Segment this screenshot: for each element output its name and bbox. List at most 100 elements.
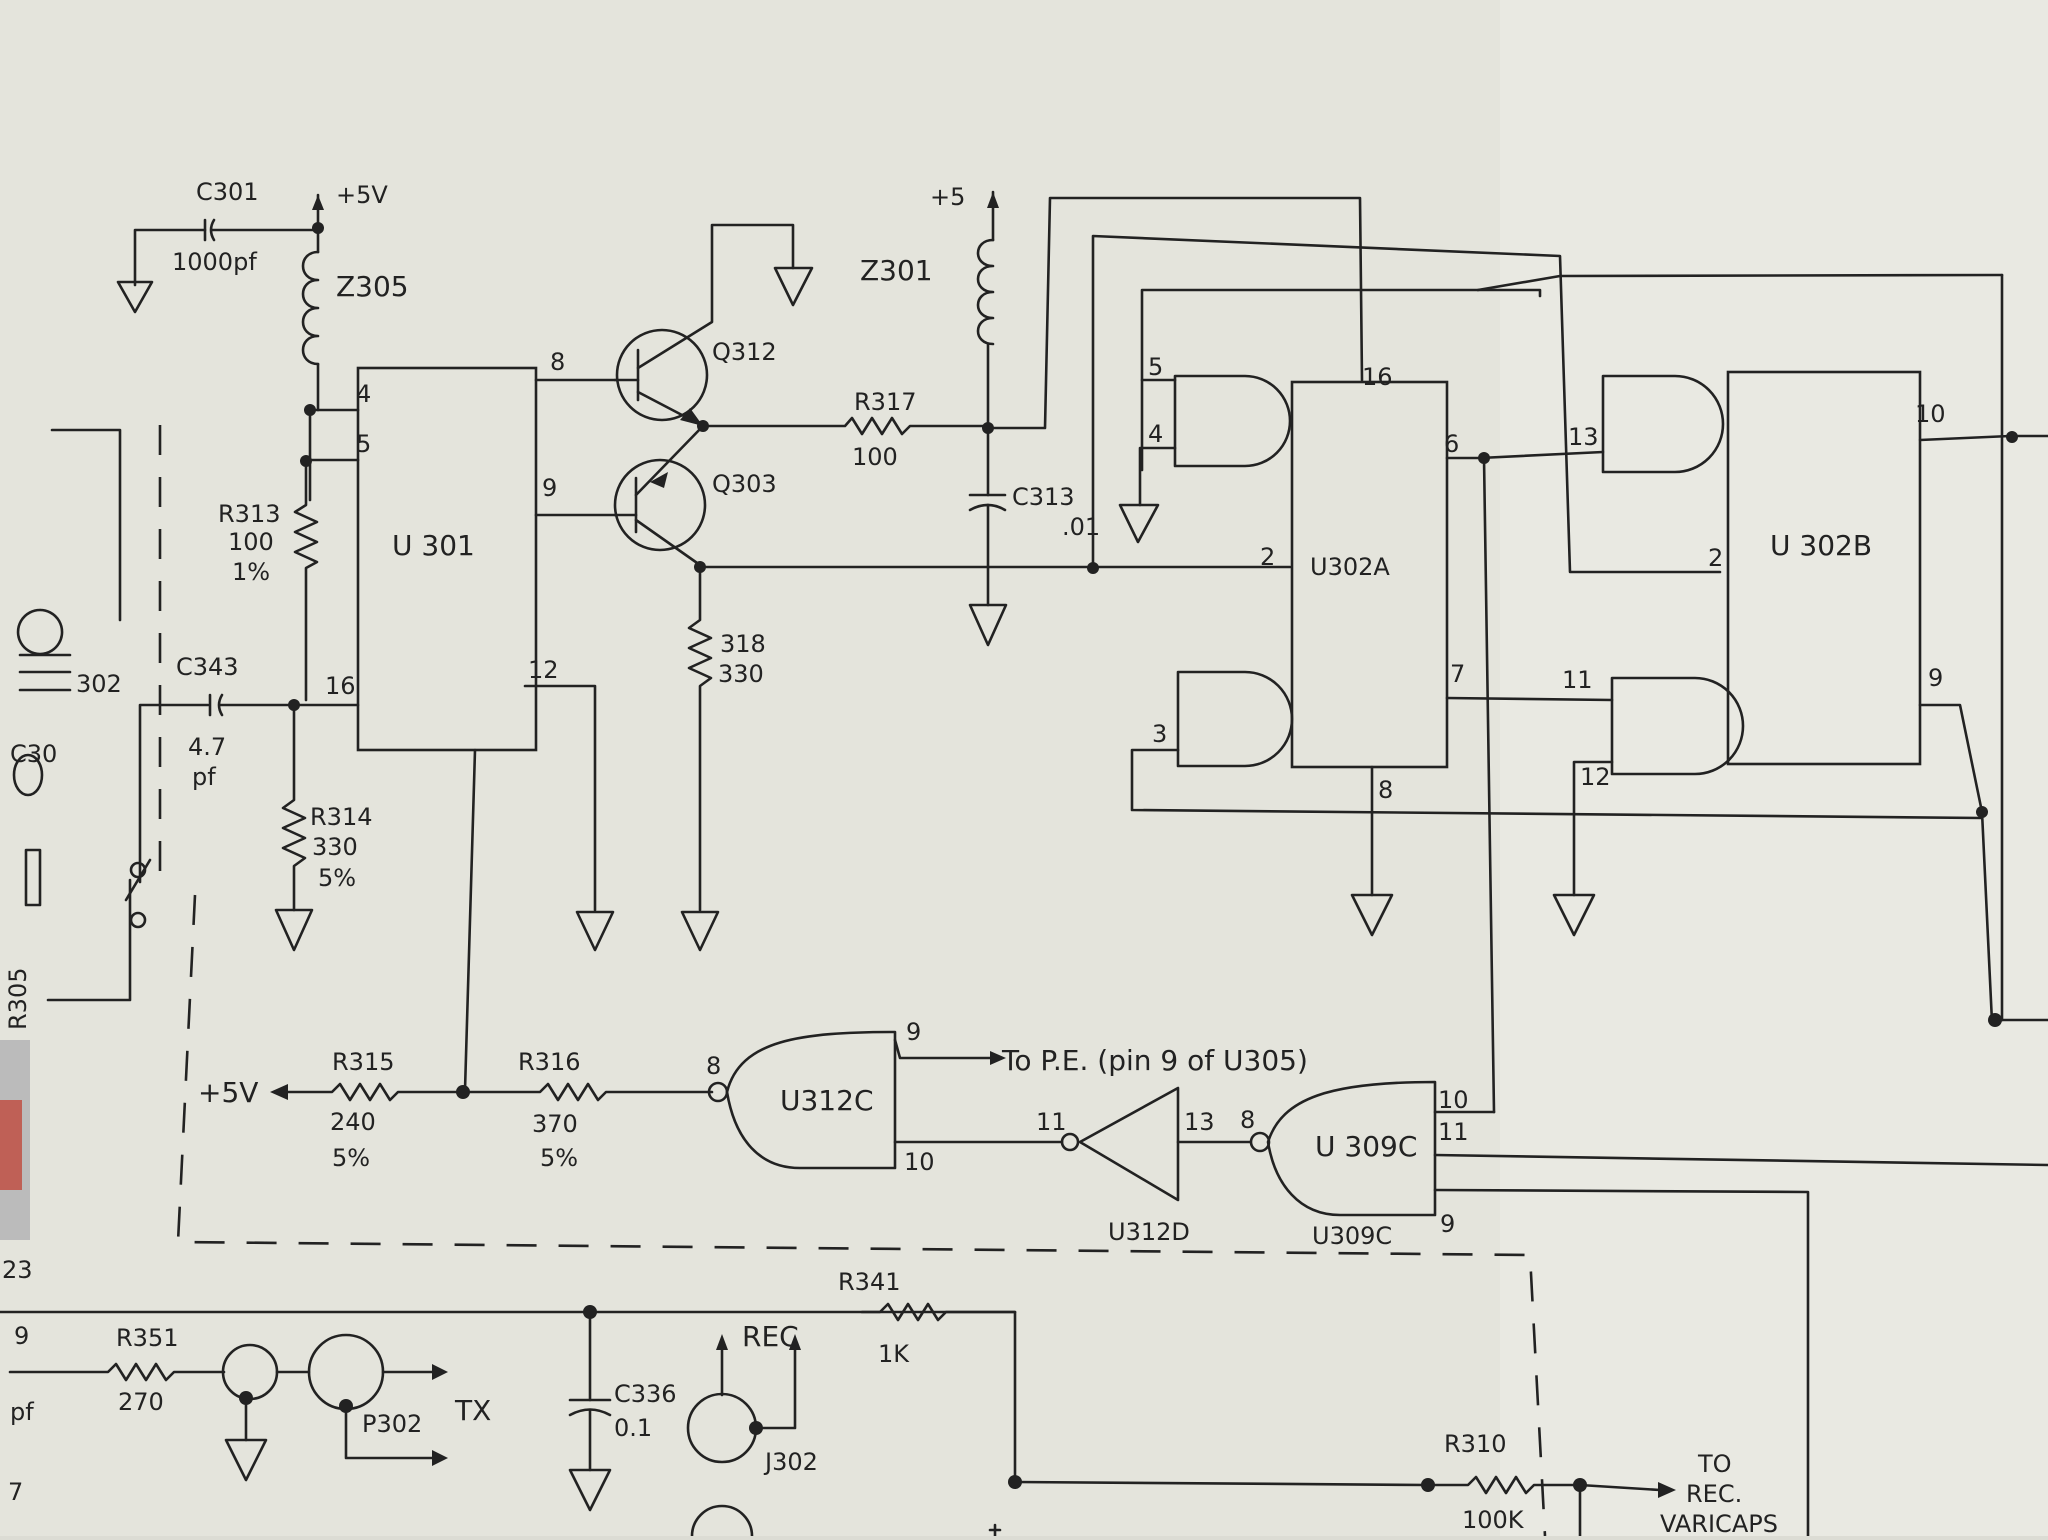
- u309c-sub-label: U309C: [1312, 1222, 1392, 1250]
- to-rec-line1: TO: [1697, 1450, 1732, 1478]
- u302a-pin3: 3: [1152, 720, 1167, 748]
- to-rec-line3: VARICAPS: [1660, 1510, 1778, 1536]
- u302b-pin11: 11: [1562, 666, 1593, 694]
- ground-c313: [968, 603, 1008, 647]
- left-23-label: 23: [2, 1256, 33, 1284]
- u312c-pin8: 8: [706, 1052, 721, 1080]
- ground-q312: [773, 266, 814, 307]
- z301-label: Z301: [860, 254, 933, 287]
- r315-resistor: [286, 1082, 467, 1102]
- paper-fold-right: [1500, 0, 2048, 1536]
- plus5-arrow: [987, 192, 999, 208]
- z305-label: Z305: [336, 270, 409, 303]
- r341-value: 1K: [878, 1340, 910, 1368]
- c30-left-label: C30: [10, 740, 57, 768]
- r318-value: 330: [718, 660, 764, 688]
- q303-label: Q303: [712, 470, 777, 498]
- left-pin9-label: 9: [14, 1322, 29, 1350]
- tx-label: TX: [454, 1394, 491, 1427]
- r316-tolerance: 5%: [540, 1144, 578, 1172]
- ground-u302a-8: [1350, 893, 1394, 937]
- r318-resistor: [687, 565, 713, 912]
- rec-label: REC: [742, 1320, 799, 1353]
- u302a-box: [1290, 380, 1449, 769]
- r313-tolerance: 1%: [232, 558, 270, 586]
- r316-label: R316: [518, 1048, 580, 1076]
- u312c-pin9: 9: [906, 1018, 921, 1046]
- r314-resistor: [281, 703, 307, 912]
- u309c-pin8: 8: [1240, 1106, 1255, 1134]
- r341-label: R341: [838, 1268, 900, 1296]
- u301-pin16: 16: [325, 672, 356, 700]
- q303-transistor: [613, 458, 707, 552]
- u302a-pin16: 16: [1362, 363, 1393, 391]
- supply-plus5-top: +5: [930, 183, 965, 211]
- u312d-pin13: 13: [1184, 1108, 1215, 1136]
- c313-value: .01: [1062, 513, 1100, 541]
- p302-label: P302: [362, 1410, 422, 1438]
- supply-plus5v-left: +5V: [198, 1076, 258, 1109]
- u301-pin9: 9: [542, 474, 557, 502]
- r318-label: 318: [720, 630, 766, 658]
- u302b-pin2: 2: [1708, 544, 1723, 572]
- ground-r314: [274, 908, 314, 952]
- q312-transistor: [615, 328, 709, 422]
- c313-label: C313: [1012, 483, 1075, 511]
- u301-pin5: 5: [356, 430, 371, 458]
- left-7-label: 7: [8, 1478, 23, 1506]
- u301-box: [356, 366, 538, 752]
- ground-r318: [680, 910, 720, 952]
- r317-label: R317: [854, 388, 916, 416]
- r351-resistor: [8, 1362, 226, 1382]
- u312c-label: U312C: [780, 1084, 874, 1117]
- to-rec-line2: REC.: [1686, 1480, 1742, 1508]
- dashed-boundary-bottom: [176, 894, 1547, 1537]
- r316-value: 370: [532, 1110, 578, 1138]
- plus5v-arrow: [312, 195, 324, 210]
- r351-value: 270: [118, 1388, 164, 1416]
- supply-plus5v-top: +5V: [336, 181, 388, 209]
- u312d-inverter: [1078, 1086, 1180, 1202]
- u301-pin12: 12: [528, 656, 559, 684]
- u302a-pin6: 6: [1444, 430, 1459, 458]
- to-pe-annotation: To P.E. (pin 9 of U305): [1001, 1044, 1308, 1077]
- u309c-pin9: 9: [1440, 1210, 1455, 1238]
- r317-value: 100: [852, 443, 898, 471]
- u302a-pin4: 4: [1148, 420, 1163, 448]
- u312c-pin10: 10: [904, 1148, 935, 1176]
- c343-value: 4.7: [188, 733, 226, 761]
- u302a-pin5: 5: [1148, 353, 1163, 381]
- r351-label: R351: [116, 1324, 178, 1352]
- ground-u302a-4: [1118, 503, 1160, 544]
- r315-label: R315: [332, 1048, 394, 1076]
- u302b-label: U 302B: [1770, 529, 1872, 562]
- u309c-pin10: 10: [1438, 1086, 1469, 1114]
- c301-network: [116, 218, 324, 314]
- r316-resistor: [463, 1082, 714, 1102]
- u302a-and-gate-lower: [1176, 670, 1294, 768]
- ground-u301-12: [575, 910, 615, 952]
- c336-label: C336: [614, 1380, 677, 1408]
- u302a-pin2: 2: [1260, 543, 1275, 571]
- p302-left-label: 302: [76, 670, 122, 698]
- c301-label: C301: [196, 178, 259, 206]
- q312-label: Q312: [712, 338, 777, 366]
- z305-coil: [301, 250, 320, 366]
- r305-left-label: R305: [4, 968, 32, 1030]
- u312d-pin11: 11: [1036, 1108, 1067, 1136]
- r313-resistor: [293, 458, 319, 702]
- u302a-pin7: 7: [1450, 660, 1465, 688]
- r317-resistor: [701, 416, 990, 436]
- c336-value: 0.1: [614, 1414, 652, 1442]
- u302b-pin12: 12: [1580, 763, 1611, 791]
- to-rec-arrow: [1658, 1482, 1676, 1498]
- ground-u302b-12: [1552, 893, 1596, 937]
- u312c-nand-gate: [725, 1030, 897, 1170]
- u309c-label: U 309C: [1315, 1130, 1417, 1163]
- r315-tolerance: 5%: [332, 1144, 370, 1172]
- u309c-nand-gate: [1266, 1080, 1437, 1217]
- c343-label: C343: [176, 653, 239, 681]
- u302b-pin9: 9: [1928, 664, 1943, 692]
- left-pf-label: pf: [10, 1398, 34, 1426]
